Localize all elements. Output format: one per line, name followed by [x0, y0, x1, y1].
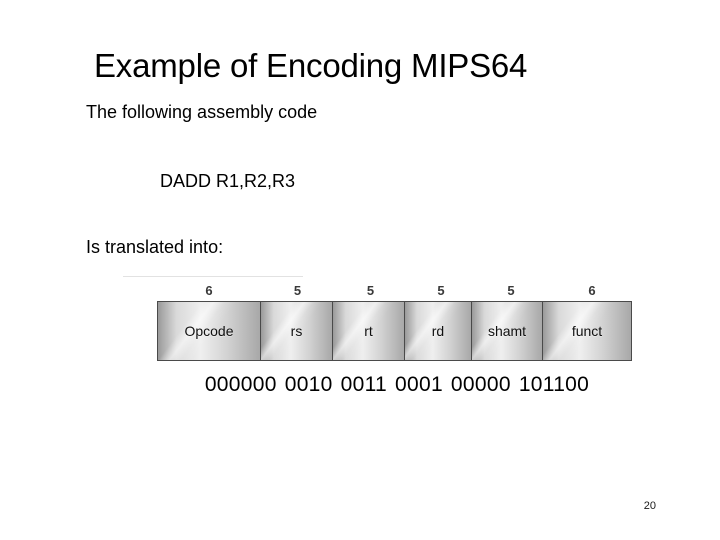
bit-width-label: 5: [293, 283, 302, 298]
figure-top-rule: [123, 276, 303, 277]
binary-encoding-row: 000000 0010 0011 0001 00000 101100: [157, 372, 637, 398]
instruction-field-label: shamt: [487, 323, 527, 339]
field-bits-rd: 0001: [395, 373, 443, 396]
assembly-code-text: DADD R1,R2,R3: [160, 171, 296, 191]
field-bits-rt: 0011: [340, 373, 387, 396]
intro-text: The following assembly code: [86, 102, 318, 122]
bit-width-labels-row: 6 5 5 5 5 6: [157, 276, 637, 298]
instruction-field-label: rd: [431, 323, 445, 339]
instruction-field-funct: funct: [542, 301, 632, 361]
field-bits-shamt: 00000: [450, 373, 511, 396]
instruction-field-label: Opcode: [184, 323, 234, 339]
field-bits-funct: 101100: [518, 373, 590, 396]
instruction-format-diagram: 6 5 5 5 5 6 Opcode rs rt rd shamt funct: [123, 276, 637, 361]
translated-into-text: Is translated into:: [86, 237, 224, 257]
instruction-field-shamt: shamt: [471, 301, 543, 361]
instruction-field-opcode: Opcode: [157, 301, 261, 361]
instruction-field-rt: rt: [332, 301, 405, 361]
instruction-field-rs: rs: [260, 301, 333, 361]
bit-width-label: 6: [205, 283, 213, 298]
instruction-field-label: funct: [571, 323, 603, 339]
page-number: 20: [643, 500, 656, 512]
bit-width-label: 6: [588, 283, 596, 298]
bit-width-label: 5: [437, 283, 445, 298]
bit-width-label: 5: [366, 283, 375, 298]
page-title: Example of Encoding MIPS64: [94, 47, 528, 85]
instruction-field-label: rs: [290, 323, 303, 339]
instruction-fields-row: Opcode rs rt rd shamt funct: [157, 301, 637, 361]
instruction-field-rd: rd: [404, 301, 472, 361]
field-bits-rs: 0010: [284, 373, 333, 396]
instruction-field-label: rt: [364, 323, 373, 339]
bit-width-label: 5: [507, 283, 515, 298]
field-bits-opcode: 000000: [204, 373, 277, 396]
